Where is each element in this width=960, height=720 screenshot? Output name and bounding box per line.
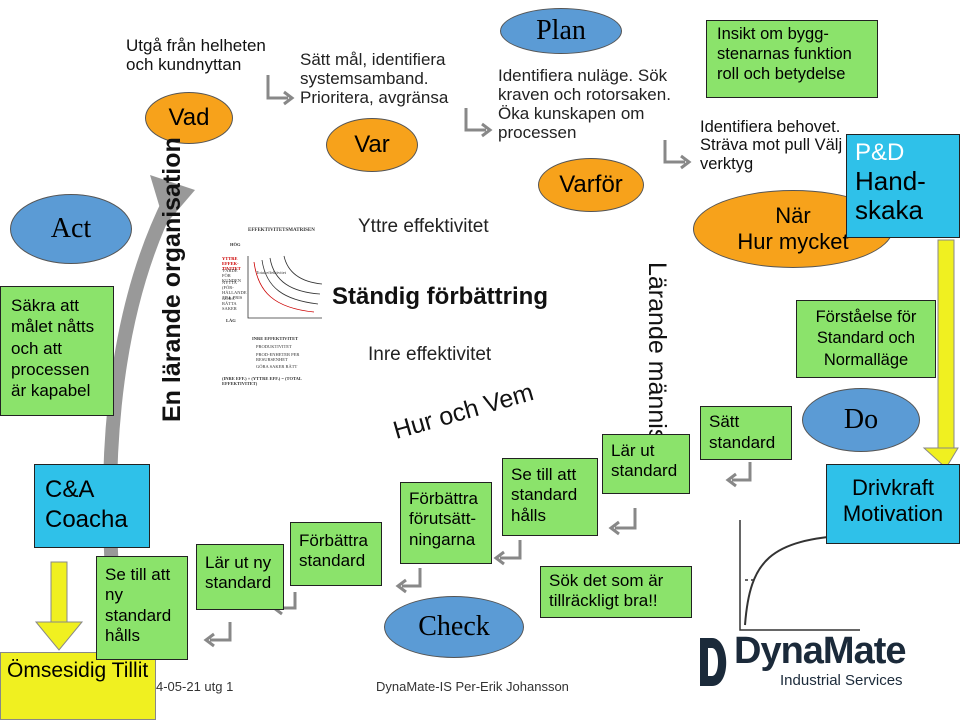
yellow-arrow-left-shaft xyxy=(50,561,68,625)
bent-arrow-7 xyxy=(493,540,522,566)
satt-standard-box: Sätt standard xyxy=(700,406,792,460)
do-ellipse: Do xyxy=(802,388,920,452)
behovet-text: Identifiera behovet. Sträva mot pull Väl… xyxy=(700,118,843,173)
matrix-lag: LÅG xyxy=(226,318,236,323)
matrix-inre-2: PROD-ENHETER PER RESURSENHET xyxy=(256,352,300,362)
identifiera-text: Identifiera nuläge. Sök kraven och rotor… xyxy=(498,66,671,143)
var-ellipse: Var xyxy=(326,118,418,172)
handskaka-label: Hand-skaka xyxy=(855,165,926,226)
satt-mal-text: Sätt mål, identifiera systemsamband. Pri… xyxy=(300,50,449,108)
sok-box: Sök det som är tillräckligt bra!! xyxy=(540,566,692,618)
utga-text: Utgå från helheten och kundnyttan xyxy=(126,36,266,75)
matrix-curves xyxy=(247,255,323,319)
inre-text: Inre effektivitet xyxy=(368,344,492,365)
sakra-box: Säkra att målet nåtts och att processen … xyxy=(0,286,114,416)
pd-label: P&D xyxy=(855,139,905,166)
matrix-row-1: YTTRE EFFEK-TIVITET xyxy=(222,256,241,271)
yellow-arrow-left-head xyxy=(34,621,84,651)
plan-label: Plan xyxy=(536,15,586,46)
pd-box: P&D Hand-skaka xyxy=(846,134,960,238)
act-ellipse: Act xyxy=(10,194,132,264)
logo-name: DynaMate xyxy=(734,630,906,672)
effektivitets-matris: EFFEKTIVITETSMATRISEN HÖG YTTRE EFFEK-TI… xyxy=(222,222,334,392)
varfor-label: Varför xyxy=(559,171,623,198)
larande-org-text: En lärande organisation xyxy=(157,137,186,422)
se-till-ny-box: Se till att ny standard hålls xyxy=(96,556,188,660)
lar-ut-box: Lär ut standard xyxy=(602,434,690,494)
bent-arrow-8 xyxy=(608,508,637,536)
vad-ellipse: Vad xyxy=(145,92,233,144)
larande-manniskor-container: Lärande människor xyxy=(628,262,686,477)
logo-sub: Industrial Services xyxy=(780,672,903,689)
bent-arrow-3 xyxy=(663,140,692,170)
se-till-box: Se till att standard hålls xyxy=(502,458,598,536)
matrix-inre-title: INRE EFFEKTIVITET xyxy=(252,336,299,341)
yellow-arrow-right-head xyxy=(922,447,959,469)
matrix-row-4: GÖRA RÄTTA SAKER xyxy=(222,296,237,311)
do-label: Do xyxy=(843,404,879,435)
drivkraft-box: Drivkraft Motivation xyxy=(826,464,960,544)
varfor-ellipse: Varför xyxy=(538,158,644,212)
check-label: Check xyxy=(418,611,490,642)
yttre-text: Yttre effektivitet xyxy=(358,216,489,237)
act-label: Act xyxy=(50,213,92,244)
vad-label: Vad xyxy=(168,104,210,131)
matrix-row-2: VÄRDE FÖR KUNDEN xyxy=(222,268,241,283)
insikt-box: Insikt om bygg-stenarnas funktion roll o… xyxy=(706,20,878,98)
matrix-row-3: NYTTA (FÖR-HÅLLANDE TILL PRIS xyxy=(222,280,247,300)
bent-arrow-2 xyxy=(464,108,493,138)
matrix-total: Total effektivitet xyxy=(256,270,286,275)
ca-box: C&A Coacha xyxy=(34,464,150,548)
omsesidig-box: Ömsesidig Tillit xyxy=(0,652,156,720)
curved-up-arrow-head xyxy=(150,175,195,225)
bent-arrow-9 xyxy=(725,462,752,488)
forstaelse-box: Förståelse för Standard och Normalläge xyxy=(796,300,936,378)
logo-mark-icon xyxy=(700,638,727,686)
var-label: Var xyxy=(354,131,390,158)
footer-date: 4-05-21 utg 1 xyxy=(156,679,234,694)
check-ellipse: Check xyxy=(384,596,524,658)
bent-arrow-6 xyxy=(395,568,422,594)
standig-text: Ständig förbättring xyxy=(332,283,548,310)
plan-ellipse: Plan xyxy=(500,8,622,54)
matrix-hog: HÖG xyxy=(230,242,241,247)
matrix-title: EFFEKTIVITETSMATRISEN xyxy=(248,228,315,233)
forbattra-for-box: Förbättra förutsätt-ningarna xyxy=(400,482,492,564)
lar-ut-ny-box: Lär ut ny standard xyxy=(196,544,284,610)
bent-arrow-4 xyxy=(203,622,232,648)
footer-author: DynaMate-IS Per-Erik Johansson xyxy=(376,679,569,694)
matrix-inre-3: GÖRA SAKER RÄTT xyxy=(256,364,298,369)
dynamate-logo: DynaMate Industrial Services xyxy=(694,632,960,692)
matrix-inre-1: PRODUKTIVITET xyxy=(256,344,292,349)
matrix-formula: (INRE EFF.) × (YTTRE EFF.) = (TOTAL EFFE… xyxy=(222,376,302,386)
forbattra-std-box: Förbättra standard xyxy=(290,522,382,586)
curve-chart xyxy=(739,520,860,631)
larande-manniskor-text: Lärande människor xyxy=(643,262,672,477)
nar-label: När xyxy=(775,203,811,228)
hur-mycket-label: Hur mycket xyxy=(737,229,849,254)
bent-arrow-1 xyxy=(266,75,295,106)
yellow-arrow-right-shaft xyxy=(937,239,955,451)
larande-org-container: En lärande organisation xyxy=(150,137,194,422)
